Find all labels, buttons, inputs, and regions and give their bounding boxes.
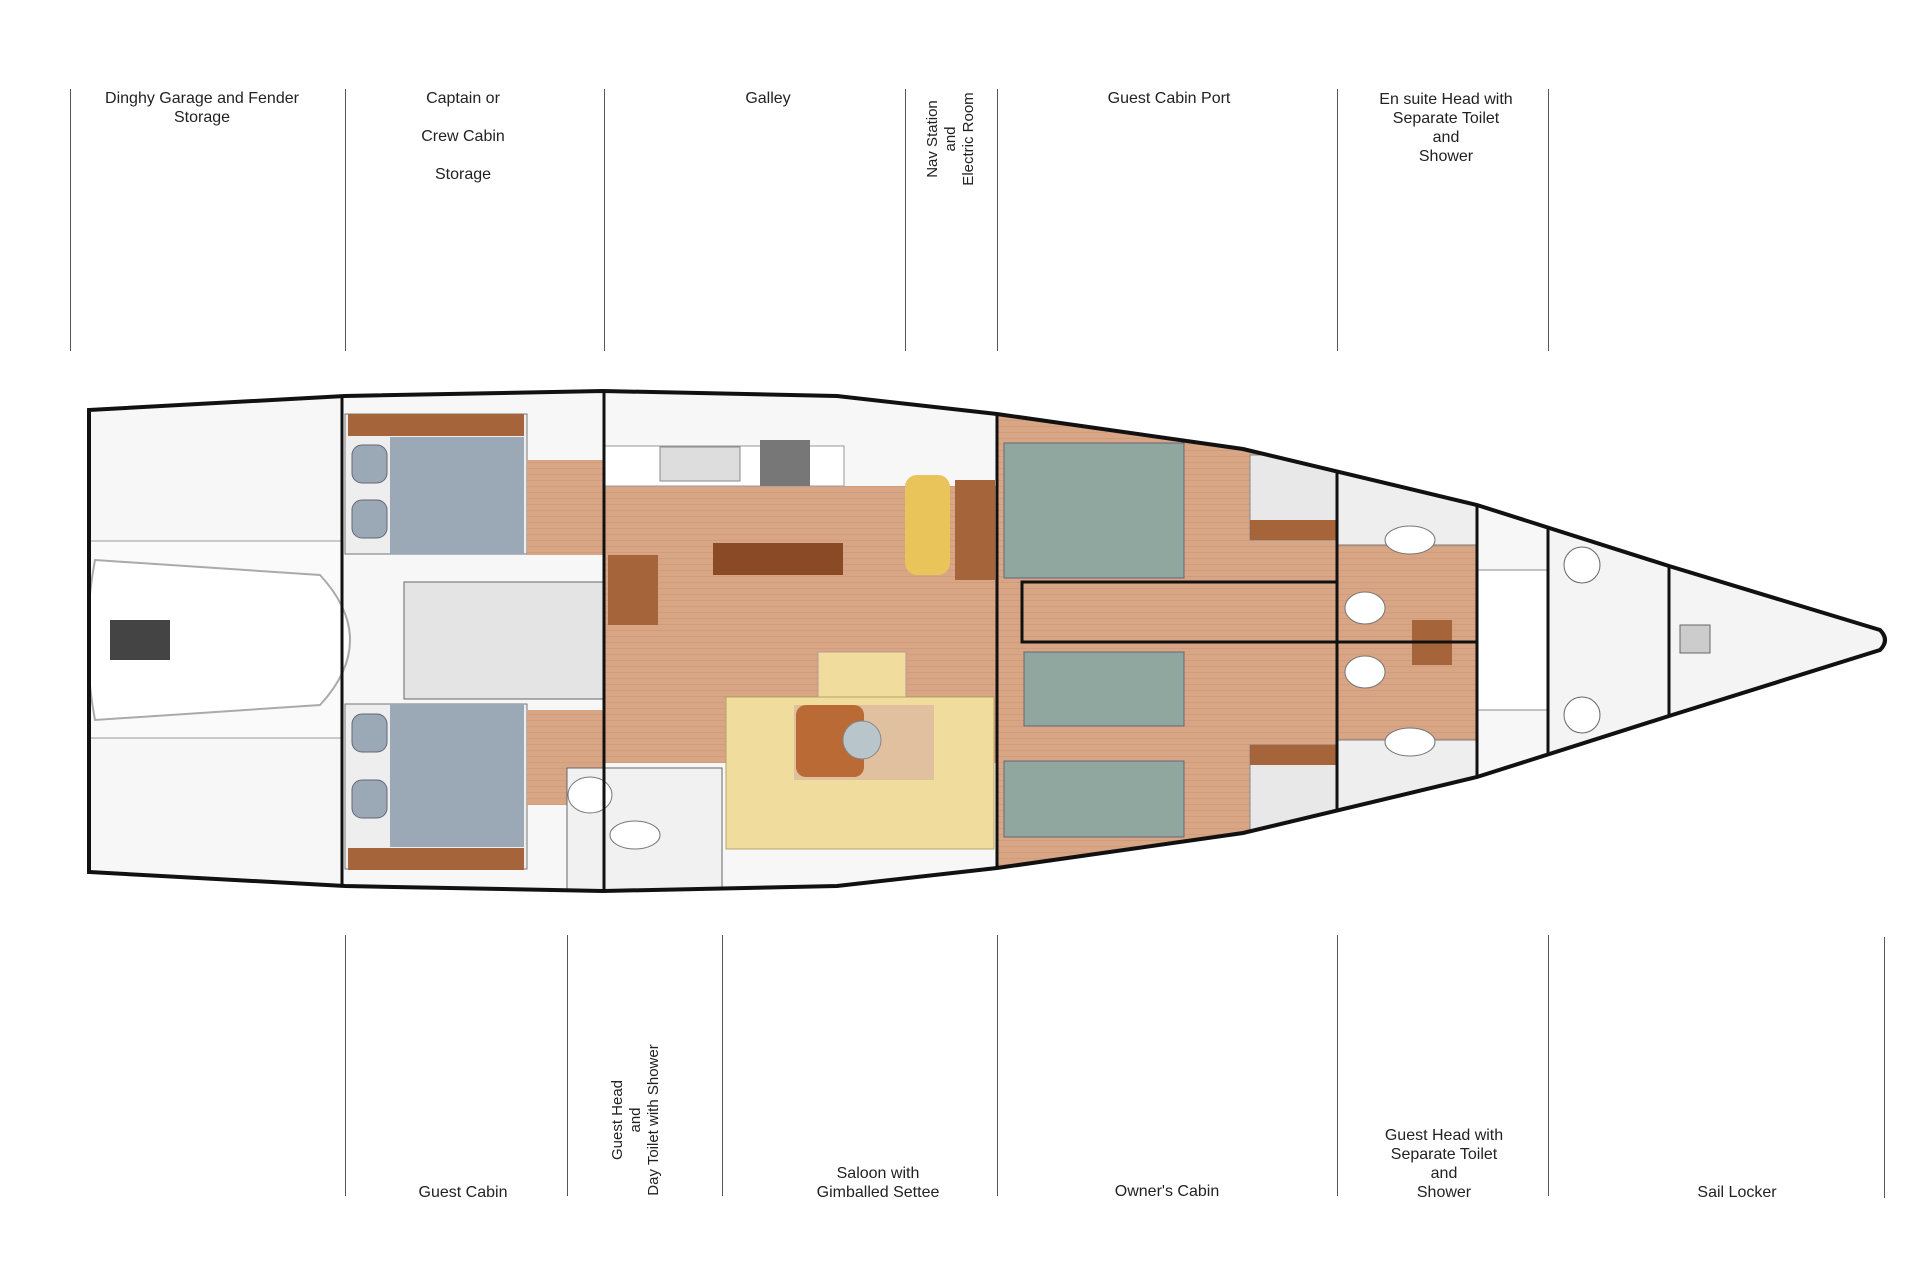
cabinet — [608, 555, 658, 625]
galley-island — [713, 543, 843, 575]
basin — [1384, 525, 1436, 555]
nav-desk — [955, 480, 995, 580]
owner-bed-top — [1003, 442, 1185, 579]
divider-line — [1337, 89, 1338, 351]
engine-room — [403, 581, 605, 700]
label-owners-cabin: Owner's Cabin — [1114, 1183, 1220, 1200]
pillow — [351, 713, 388, 753]
divider-line — [345, 89, 346, 351]
round-table — [842, 720, 882, 760]
label-galley: Galley — [745, 90, 791, 107]
guest-bed — [390, 437, 524, 554]
label-guest-cabin: Guest Cabin — [418, 1184, 508, 1201]
divider-line — [1548, 89, 1549, 351]
table — [796, 705, 864, 777]
toilet — [567, 776, 613, 814]
cabinet — [348, 414, 524, 436]
hull-outline — [87, 388, 1887, 894]
owner-bed-bottom — [1003, 760, 1185, 838]
pillow — [351, 444, 388, 484]
divider-line — [997, 935, 998, 1196]
sail-locker — [1548, 420, 1885, 860]
divider-line — [722, 935, 723, 1196]
divider-line — [70, 89, 71, 351]
divider-line — [997, 89, 998, 351]
divider-line — [345, 935, 346, 1196]
divider-line — [567, 935, 568, 1196]
cabinet — [1250, 520, 1337, 540]
storage — [1476, 569, 1550, 711]
label-dinghy-garage: Dinghy Garage and Fender Storage — [105, 90, 299, 126]
toilet — [1344, 591, 1386, 625]
guest-bed — [390, 704, 524, 847]
ottoman — [817, 651, 907, 698]
cabinet — [348, 848, 524, 870]
label-forward-guest-head: Guest Head with Separate Toilet and Show… — [1384, 1127, 1504, 1201]
label-ensuite-head: En suite Head with Separate Toilet and S… — [1379, 91, 1513, 165]
outboard-motor — [110, 620, 170, 660]
basin — [1384, 727, 1436, 757]
label-saloon: Saloon with Gimballed Settee — [816, 1165, 940, 1201]
label-captain-cabin: Captain or Crew Cabin Storage — [421, 90, 505, 183]
divider-line — [1337, 935, 1338, 1196]
cabinet — [1250, 745, 1337, 765]
hatch — [1563, 546, 1601, 584]
label-guest-cabin-port: Guest Cabin Port — [1107, 90, 1231, 107]
windlass — [1679, 624, 1711, 654]
label-sail-locker: Sail Locker — [1697, 1184, 1777, 1201]
floor — [527, 460, 604, 555]
pillow — [351, 779, 388, 819]
pillow — [351, 499, 388, 539]
owner-bed-mid — [1023, 651, 1185, 727]
divider-line — [1884, 937, 1885, 1198]
basin — [609, 820, 661, 850]
divider-line — [1548, 935, 1549, 1196]
toilet — [1344, 655, 1386, 689]
stove — [760, 440, 810, 486]
nav-seat — [905, 475, 950, 575]
divider-line — [604, 89, 605, 351]
hatch — [1563, 696, 1601, 734]
corridor — [1020, 580, 1339, 644]
sink — [659, 446, 741, 482]
divider-line — [905, 89, 906, 351]
